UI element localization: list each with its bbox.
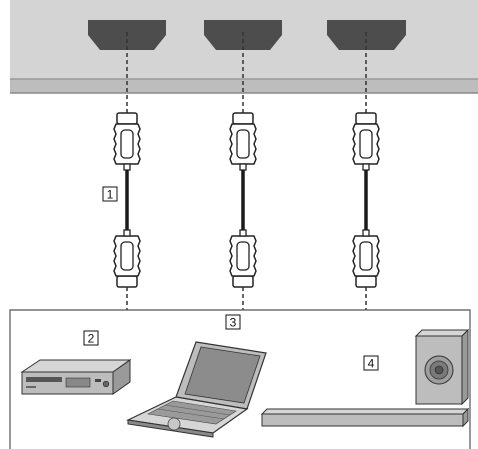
hdmi-cable-3 [352, 32, 380, 310]
callout-speaker: 4 [363, 355, 379, 371]
laptop-icon [125, 341, 267, 438]
callout-laptop-label: 3 [230, 316, 237, 330]
device-area-frame [9, 309, 471, 449]
soundbar [260, 408, 470, 415]
callout-video-player: 2 [83, 330, 99, 346]
speaker-icon [260, 328, 470, 428]
subwoofer [414, 329, 470, 337]
hdmi-cable-1 [113, 32, 141, 310]
callout-laptop: 3 [225, 314, 241, 330]
callout-cable-label: 1 [107, 188, 114, 202]
callout-speaker-label: 4 [368, 357, 375, 371]
callout-cable: 1 [102, 186, 118, 202]
hdmi-cable-2 [229, 32, 257, 310]
callout-video-player-label: 2 [88, 332, 95, 346]
video-player-icon [20, 359, 132, 395]
